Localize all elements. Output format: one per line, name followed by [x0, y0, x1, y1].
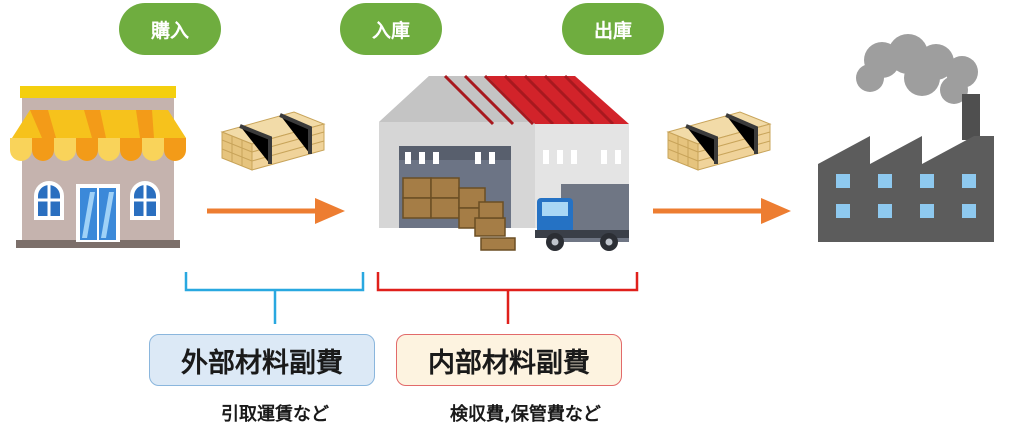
flow-arrow-1: [207, 198, 345, 224]
external-cost-examples: 引取運賃など: [221, 404, 329, 425]
stage-stock-in-label: 入庫: [340, 3, 442, 55]
stage-purchase-label: 購入: [119, 3, 221, 55]
external-cost-label: 外部材料副費: [181, 347, 343, 379]
flow-arrow-2: [653, 198, 791, 224]
factory-icon: [818, 34, 994, 242]
lumber-icon: [666, 111, 772, 171]
internal-cost-bracket: [376, 272, 639, 324]
store-icon: [10, 86, 186, 248]
lumber-icon: [220, 111, 326, 171]
external-cost-bracket: [184, 272, 365, 324]
internal-cost-examples: 検収費,保管費など: [450, 404, 601, 425]
warehouse-icon: [379, 74, 629, 251]
internal-cost-box: 内部材料副費: [396, 334, 622, 386]
truck-icon: [535, 184, 629, 251]
stage-stock-out-label: 出庫: [562, 3, 664, 55]
external-cost-box: 外部材料副費: [149, 334, 375, 386]
internal-cost-label: 内部材料副費: [428, 347, 590, 379]
